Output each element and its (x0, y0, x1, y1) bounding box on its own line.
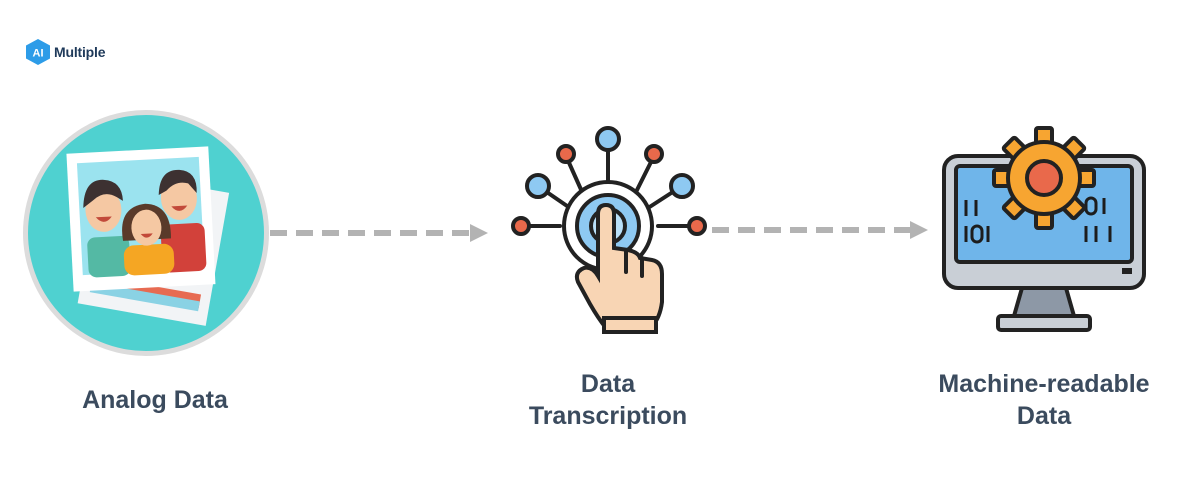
arrow-2-icon (712, 221, 928, 239)
arrow-1-icon (270, 224, 488, 242)
step-3-label-line-2: Data (910, 400, 1178, 432)
family-photos-icon (23, 110, 269, 356)
step-2-label-line-2: Transcription (500, 400, 716, 432)
step-1-label-line-1: Analog Data (40, 384, 270, 416)
step-label-machine-readable-data: Machine-readable Data (910, 368, 1178, 432)
step-label-data-transcription: Data Transcription (500, 368, 716, 432)
computer-gear-icon (944, 128, 1144, 330)
step-label-analog-data: Analog Data (40, 384, 270, 416)
step-3-label-line-1: Machine-readable (910, 368, 1178, 400)
step-2-label-line-1: Data (500, 368, 716, 400)
touch-network-icon (513, 128, 705, 332)
